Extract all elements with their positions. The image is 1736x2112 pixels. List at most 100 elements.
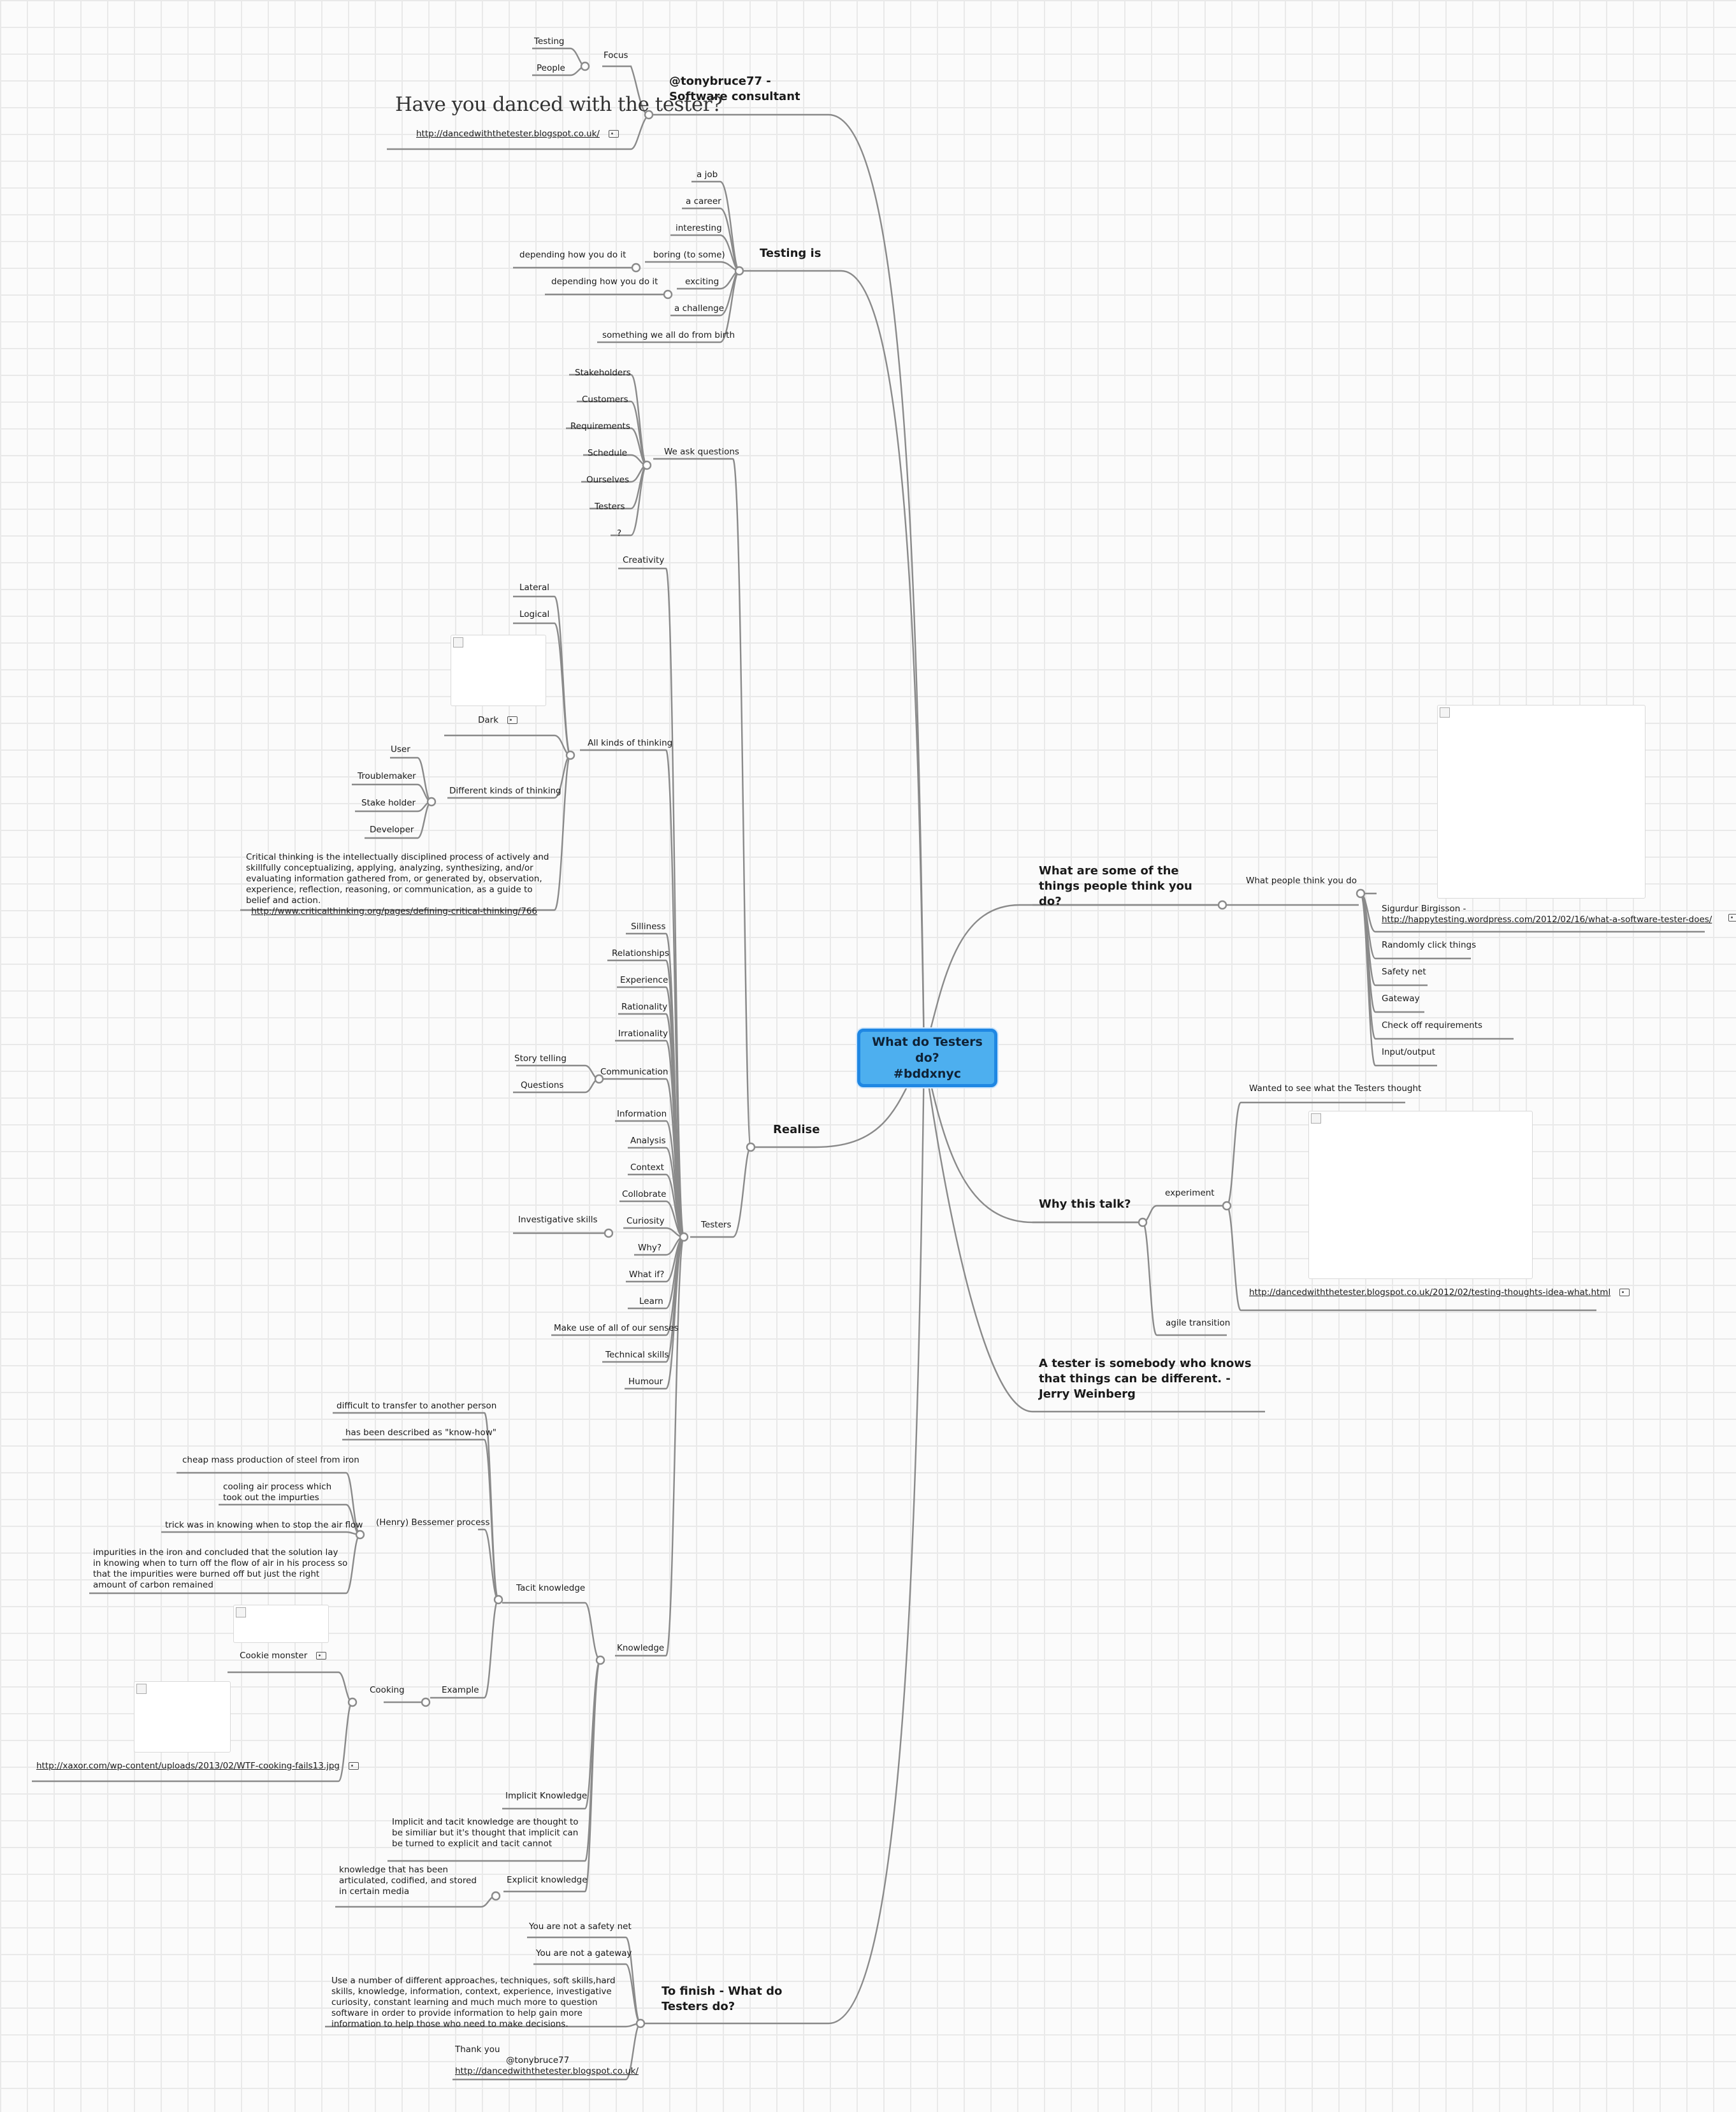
topic-realise[interactable]: Realise [773, 1123, 820, 1136]
finish-summary[interactable]: Use a number of different approaches, te… [331, 1976, 616, 2029]
trait-item[interactable]: Humour [628, 1377, 663, 1387]
testing-item[interactable]: boring (to some) [653, 250, 725, 260]
question-item[interactable]: Stakeholders [575, 368, 631, 378]
trait-item[interactable]: Collobrate [622, 1189, 667, 1199]
node-example[interactable]: Example [442, 1685, 479, 1695]
testing-item[interactable]: a career [686, 196, 721, 206]
trait-item[interactable]: Curiosity [626, 1216, 665, 1226]
trait-item[interactable]: Information [617, 1109, 667, 1119]
topic-why-this-talk[interactable]: Why this talk? [1039, 1197, 1131, 1211]
think-item[interactable]: Check off requirements [1382, 1020, 1483, 1031]
root-topic[interactable]: What do Testers do?#bddxnyc [857, 1029, 997, 1087]
broken-image-icon [236, 1607, 246, 1617]
trait-item[interactable]: Experience [620, 975, 669, 985]
trait-item[interactable]: Context [630, 1162, 664, 1173]
critical-thinking-url[interactable]: http://www.criticalthinking.org/pages/de… [251, 906, 537, 916]
node-communication[interactable]: Communication [600, 1067, 669, 1077]
node-all-kinds-of-thinking[interactable]: All kinds of thinking [588, 738, 673, 748]
trait-item[interactable]: Technical skills [605, 1350, 669, 1360]
think-item[interactable]: Safety net [1382, 967, 1426, 977]
critical-thinking-note[interactable]: Critical thinking is the intellectually … [246, 852, 552, 917]
node-what-people-think[interactable]: What people think you do [1246, 876, 1357, 886]
trait-item[interactable]: Analysis [630, 1136, 666, 1146]
node-lateral[interactable]: Lateral [519, 582, 549, 593]
topic-quote[interactable]: A tester is somebody who knows that thin… [1039, 1357, 1252, 1401]
node-experiment[interactable]: experiment [1165, 1188, 1215, 1198]
node-wanted[interactable]: Wanted to see what the Testers thought [1249, 1083, 1422, 1094]
testing-item[interactable]: something we all do from birth [602, 330, 735, 340]
communication-item[interactable]: Story telling [514, 1053, 567, 1064]
trait-item[interactable]: Why? [638, 1243, 662, 1253]
sigurdur-url[interactable]: http://happytesting.wordpress.com/2012/0… [1382, 915, 1712, 925]
topic-testing-is[interactable]: Testing is [760, 247, 821, 260]
think-item[interactable]: Gateway [1382, 994, 1420, 1004]
question-item[interactable]: Schedule [588, 448, 628, 458]
bessemer-cooling[interactable]: cooling air process which took out the i… [223, 1482, 332, 1503]
question-item[interactable]: Testers [595, 502, 625, 512]
cooking-url-node[interactable]: http://xaxor.com/wp-content/uploads/2013… [36, 1761, 359, 1772]
topic-things-people-think[interactable]: What are some of the things people think… [1039, 864, 1192, 908]
cooking-url[interactable]: http://xaxor.com/wp-content/uploads/2013… [36, 1761, 340, 1771]
node-we-ask-questions[interactable]: We ask questions [664, 447, 739, 457]
question-item[interactable]: Ourselves [586, 475, 630, 485]
finish-gateway[interactable]: You are not a gateway [536, 1948, 632, 1958]
trait-item[interactable]: Relationships [612, 948, 669, 958]
topic-about[interactable]: @tonybruce77 - Software consultant [669, 75, 800, 103]
tacit-difficult[interactable]: difficult to transfer to another person [336, 1401, 497, 1411]
thinking-kind[interactable]: Troublemaker [358, 771, 416, 781]
think-item[interactable]: Randomly click things [1382, 940, 1477, 950]
trait-item[interactable]: Irrationality [618, 1029, 669, 1039]
testing-item[interactable]: exciting [685, 277, 720, 287]
node-explicit-knowledge[interactable]: Explicit knowledge [507, 1875, 588, 1885]
trait-item[interactable]: Rationality [621, 1002, 668, 1012]
tacit-knowhow[interactable]: has been described as "know-how" [345, 1428, 496, 1438]
curiosity-detail[interactable]: Investigative skills [518, 1215, 598, 1225]
experiment-url[interactable]: http://dancedwiththetester.blogspot.co.u… [1249, 1287, 1611, 1298]
node-logical[interactable]: Logical [519, 609, 550, 619]
trait-item[interactable]: Make use of all of our senses [554, 1323, 679, 1333]
question-item[interactable]: Customers [582, 394, 628, 405]
bessemer-trick[interactable]: trick was in knowing when to stop the ai… [165, 1520, 363, 1530]
thinking-kind[interactable]: Developer [370, 825, 414, 835]
testing-item[interactable]: a challenge [674, 303, 725, 314]
node-testing[interactable]: Testing [534, 36, 565, 47]
bessemer-impurities[interactable]: impurities in the iron and concluded tha… [93, 1547, 348, 1590]
communication-item[interactable]: Questions [521, 1080, 564, 1090]
thinking-kind[interactable]: User [391, 744, 410, 755]
finish-safety[interactable]: You are not a safety net [529, 1921, 632, 1932]
node-dark[interactable]: Dark [478, 715, 518, 726]
node-cooking[interactable]: Cooking [370, 1685, 405, 1695]
question-item[interactable]: Requirements [570, 421, 630, 431]
node-different-kinds-of-thinking[interactable]: Different kinds of thinking [449, 786, 561, 796]
node-agile-transition[interactable]: agile transition [1166, 1318, 1231, 1328]
implicit-note[interactable]: Implicit and tacit knowledge are thought… [392, 1817, 579, 1849]
bessemer-cheap[interactable]: cheap mass production of steel from iron [182, 1455, 359, 1465]
thinking-kind[interactable]: Stake holder [361, 798, 416, 808]
node-testers[interactable]: Testers [701, 1220, 732, 1230]
explicit-note[interactable]: knowledge that has been articulated, cod… [339, 1865, 477, 1897]
trait-item[interactable]: Learn [639, 1296, 663, 1306]
testing-item[interactable]: interesting [676, 223, 722, 233]
node-knowledge[interactable]: Knowledge [617, 1643, 665, 1653]
node-focus[interactable]: Focus [604, 50, 628, 61]
experiment-url-node[interactable]: http://dancedwiththetester.blogspot.co.u… [1249, 1287, 1630, 1298]
trait-item[interactable]: Silliness [631, 922, 666, 932]
node-bessemer-process[interactable]: (Henry) Bessemer process [376, 1517, 490, 1528]
testing-item[interactable]: a job [697, 170, 718, 180]
node-implicit-knowledge[interactable]: Implicit Knowledge [505, 1791, 588, 1801]
node-cookie-monster[interactable]: Cookie monster [240, 1651, 327, 1661]
node-people[interactable]: People [537, 63, 565, 73]
think-item[interactable]: Input/output [1382, 1047, 1436, 1057]
thanks-line-3[interactable]: http://dancedwiththetester.blogspot.co.u… [455, 2066, 639, 2076]
boring-detail[interactable]: depending how you do it [519, 250, 626, 260]
topic-finish[interactable]: To finish - What do Testers do? [662, 1985, 783, 2013]
node-tacit-knowledge[interactable]: Tacit knowledge [516, 1583, 586, 1593]
node-creativity[interactable]: Creativity [623, 555, 665, 565]
trait-item[interactable]: What if? [629, 1269, 665, 1280]
about-url-node[interactable]: http://dancedwiththetester.blogspot.co.u… [416, 129, 619, 140]
question-item[interactable]: ? [617, 528, 622, 539]
about-url[interactable]: http://dancedwiththetester.blogspot.co.u… [416, 129, 600, 139]
sigurdur-node[interactable]: Sigurdur Birgisson -http://happytesting.… [1382, 904, 1736, 925]
exciting-detail[interactable]: depending how you do it [551, 277, 658, 287]
